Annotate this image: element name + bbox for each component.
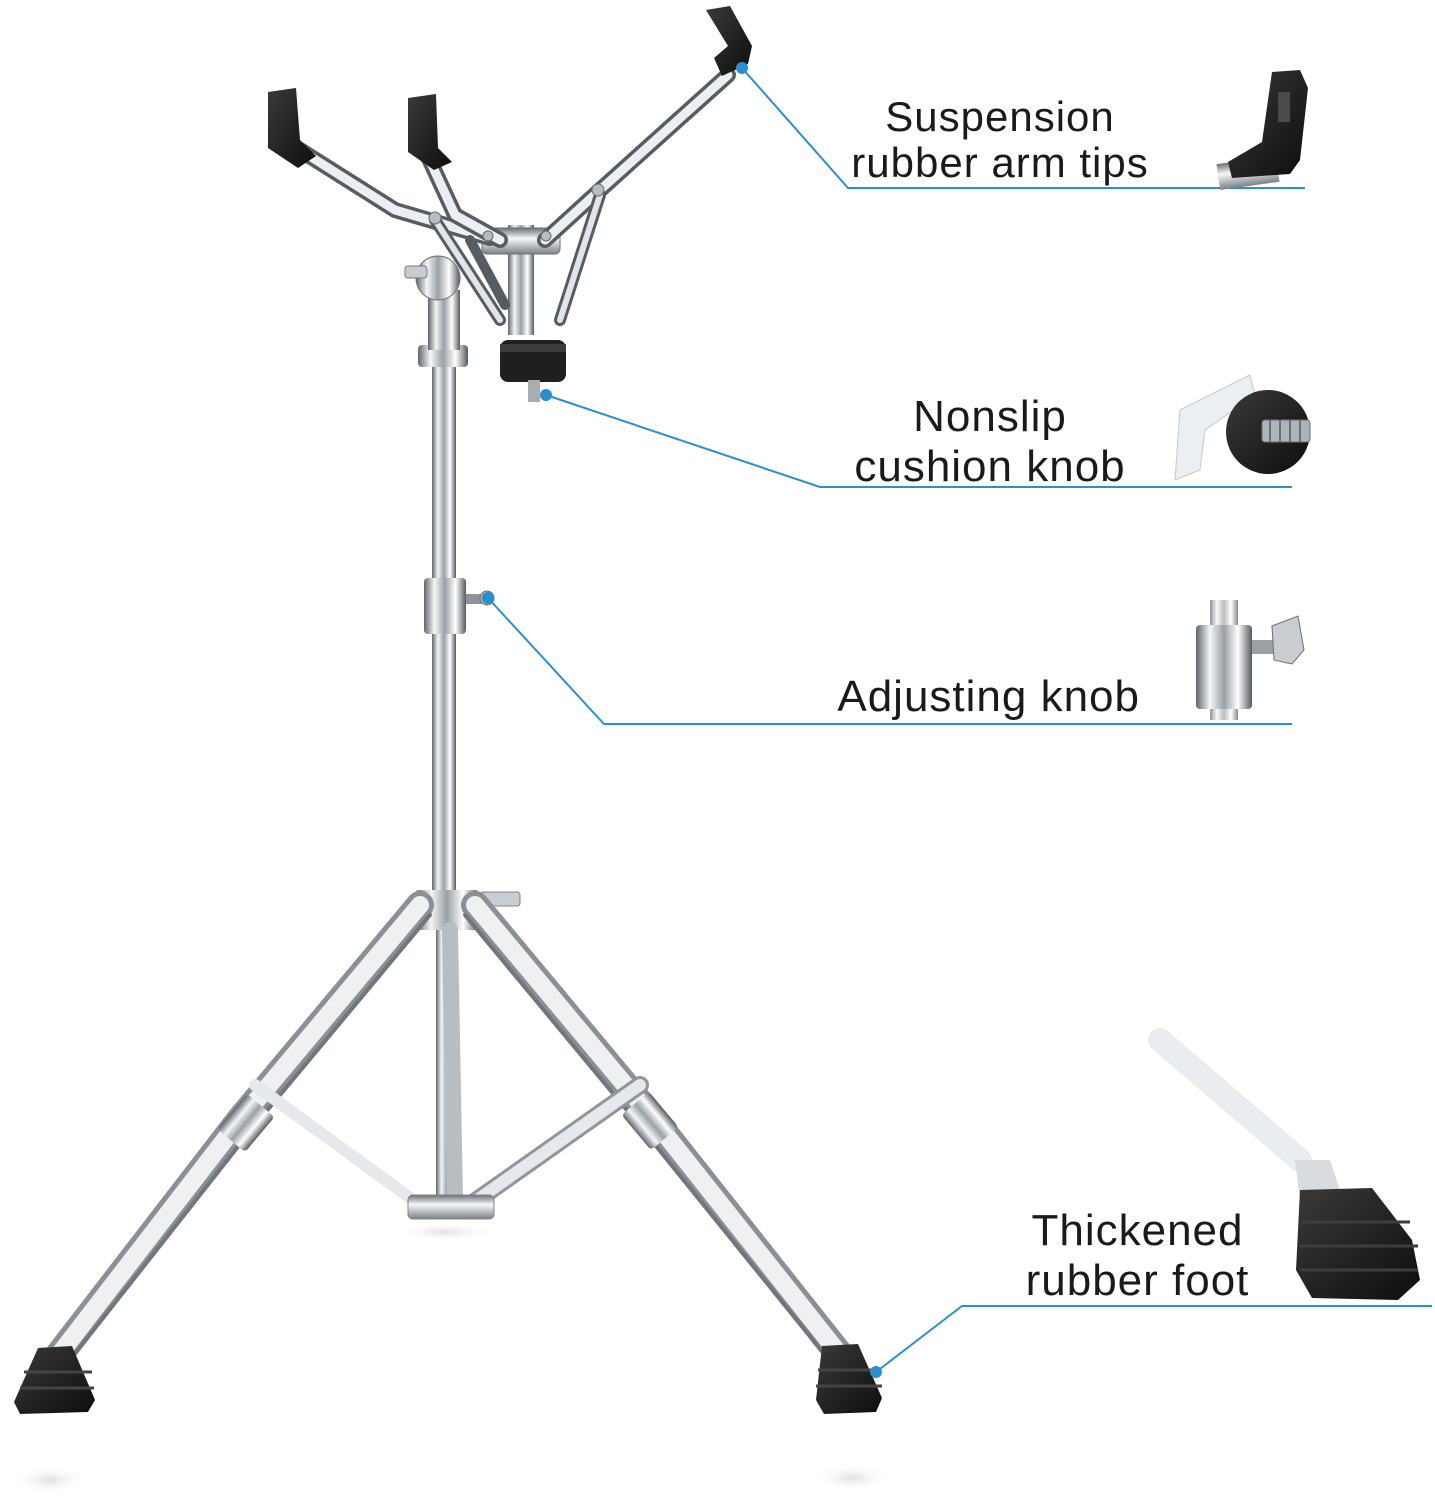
callout-arm-tips-line1: Suspension bbox=[885, 93, 1115, 140]
dot-arm-tips bbox=[736, 62, 748, 74]
callout-cushion-knob-line2: cushion knob bbox=[854, 442, 1126, 491]
leader-line-arm-tips bbox=[741, 67, 1305, 189]
dot-cushion-knob bbox=[540, 389, 552, 401]
callout-leader-lines bbox=[487, 67, 1432, 1373]
snare-stand bbox=[10, 6, 892, 1494]
callout-dots bbox=[482, 62, 882, 1378]
callout-adjusting-knob-line1: Adjusting knob bbox=[837, 672, 1140, 721]
callout-arm-tips-label: Suspension rubber arm tips bbox=[845, 94, 1155, 186]
cushion-knob-detail bbox=[1174, 374, 1311, 481]
leader-line-rubber-foot bbox=[875, 1305, 1432, 1373]
adjusting-knob-detail bbox=[1196, 600, 1305, 720]
callout-rubber-foot-line2: rubber foot bbox=[1025, 1256, 1250, 1305]
leader-line-adjusting-knob bbox=[487, 597, 1292, 725]
callout-cushion-knob-line1: Nonslip bbox=[913, 392, 1067, 441]
callout-rubber-foot-line1: Thickened bbox=[1031, 1206, 1244, 1255]
rubber-foot-detail bbox=[1148, 1028, 1420, 1300]
callout-arm-tips-line2: rubber arm tips bbox=[851, 139, 1149, 186]
callout-cushion-knob-label: Nonslip cushion knob bbox=[840, 392, 1140, 492]
callout-rubber-foot-label: Thickened rubber foot bbox=[1005, 1206, 1270, 1306]
rubber-arm-tip-detail bbox=[1216, 70, 1308, 191]
dot-adjusting-knob bbox=[482, 592, 494, 604]
leader-line-cushion-knob bbox=[545, 394, 1292, 488]
callout-adjusting-knob-label: Adjusting knob bbox=[800, 674, 1140, 720]
dot-rubber-foot bbox=[870, 1366, 882, 1378]
